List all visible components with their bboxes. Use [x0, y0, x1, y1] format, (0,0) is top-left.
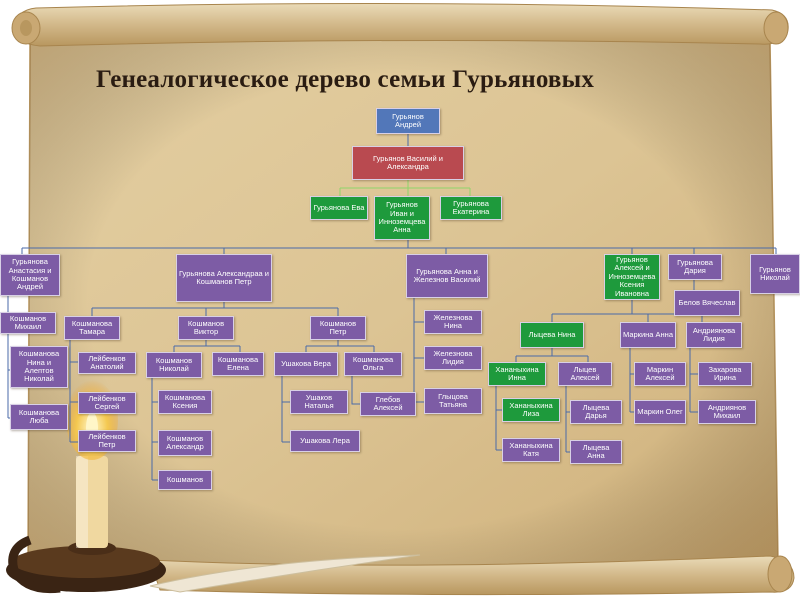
node-liza: Хананыхина Лиза: [502, 398, 560, 422]
node-glebov: Глебов Алексей: [360, 392, 416, 416]
node-aleksandr-k: Кошманов Александр: [158, 430, 212, 456]
node-ekaterina: Гурьянова Екатерина: [440, 196, 502, 220]
node-anatoliy: Лейбенков Анатолий: [78, 352, 136, 374]
node-zheleznova-lidiya: Железнова Лидия: [424, 346, 482, 370]
page-title: Генеалогическое дерево семьи Гурьяновых: [96, 66, 595, 93]
node-katya: Хананыхина Катя: [502, 438, 560, 462]
node-petr-k: Кошманов Петр: [310, 316, 366, 340]
node-zakharova: Захарова Ирина: [698, 362, 752, 386]
node-anna-l: Лыцева Анна: [570, 440, 622, 464]
node-nikolay-g: Гурьянов Николай: [750, 254, 800, 294]
node-lyuba: Кошманова Люба: [10, 404, 68, 430]
node-lytseva-nina: Лыцева Нина: [520, 322, 584, 348]
node-lera: Ушакова Лера: [290, 430, 360, 452]
node-belov: Белов Вячеслав: [674, 290, 740, 316]
node-viktor: Кошманов Виктор: [178, 316, 234, 340]
node-zheleznova-nina: Железнова Нина: [424, 310, 482, 334]
node-aleksey-kseniya: Гурьянов Алексей и Инноземцева Ксения Ив…: [604, 254, 660, 300]
node-markin-oleg: Маркин Олег: [634, 400, 686, 424]
node-nikolay-k: Кошманов Николай: [146, 352, 202, 378]
node-dariya: Гурьянова Дария: [668, 254, 722, 280]
node-nina-aleptov: Кошманова Нина и Алептов Николай: [10, 346, 68, 388]
node-anastasia-andrey: Гурьянова Анастасия и Кошманов Андрей: [0, 254, 60, 296]
node-eva: Гурьянова Ева: [310, 196, 368, 220]
node-vera: Ушакова Вера: [274, 352, 338, 376]
node-lytsev: Лыцев Алексей: [558, 362, 612, 386]
node-gurianov-andrey: Гурьянов Андрей: [376, 108, 440, 134]
node-tamara: Кошманова Тамара: [64, 316, 120, 340]
node-markina: Маркина Анна: [620, 322, 676, 348]
node-natalya: Ушаков Наталья: [290, 390, 348, 414]
node-petr-l: Лейбенков Петр: [78, 430, 136, 452]
node-gurianov-vasiliy-aleksandra: Гурьянов Василий и Александра: [352, 146, 464, 180]
node-markin-aleksey: Маркин Алексей: [634, 362, 686, 386]
node-andriyanova: Андриянова Лидия: [686, 322, 742, 348]
node-andriyanov-mikhail: Андриянов Михаил: [698, 400, 756, 424]
node-darya: Лыцева Дарья: [570, 400, 622, 424]
node-anna-zheleznov: Гурьянова Анна и Железнов Василий: [406, 254, 488, 298]
node-khananykhina-inna: Хананыхина Инна: [488, 362, 546, 386]
node-sergey: Лейбенков Сергей: [78, 392, 136, 414]
node-ivan-anna: Гурьянов Иван и Инноземцева Анна: [374, 196, 430, 240]
node-kseniya-k: Кошманова Ксения: [158, 390, 212, 414]
node-mikhail: Кошманов Михаил: [0, 312, 56, 334]
node-glytsova: Глыцова Татьяна: [424, 388, 482, 414]
node-koshmanov: Кошманов: [158, 470, 212, 490]
node-olga: Кошманова Ольга: [344, 352, 402, 376]
node-elena: Кошманова Елена: [212, 352, 264, 376]
node-aleksandra-petr: Гурьянова Александраа и Кошманов Петр: [176, 254, 272, 302]
